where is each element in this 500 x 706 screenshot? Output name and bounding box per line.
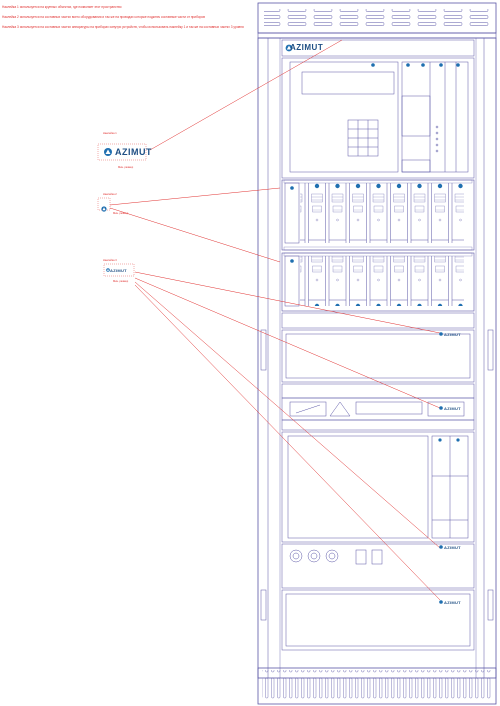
note-sticker-1: Наклейка 1 используется на крупных объек… bbox=[2, 5, 122, 9]
legend-1-top-label: Наклейка 1 bbox=[103, 132, 117, 135]
unit-control-indicators bbox=[371, 63, 460, 67]
panel-logo-icons bbox=[439, 332, 443, 604]
panel-logo-blank-text: AZIMUT bbox=[444, 332, 461, 337]
legend-marks bbox=[97, 143, 147, 277]
legend-3-logo-text: AZIMUT bbox=[110, 268, 127, 273]
legend-logo-icons bbox=[101, 148, 112, 272]
unit-channel-rack-1 bbox=[281, 179, 475, 251]
unit-blank-panel bbox=[281, 312, 475, 383]
unit-power-panel bbox=[281, 383, 475, 431]
panel-logo-power-text: AZIMUT bbox=[444, 406, 461, 411]
cabinet-top-cap bbox=[257, 2, 497, 39]
legend-3-bottom-label: Мин. размер bbox=[113, 280, 129, 283]
leader-lines bbox=[109, 39, 441, 601]
unit-connector-panel bbox=[281, 543, 475, 589]
note-sticker-2: Наклейка 2 используется на составных час… bbox=[2, 15, 205, 19]
unit-server bbox=[281, 431, 475, 543]
legend-3-top-label: Наклейка 3 bbox=[103, 259, 117, 262]
unit-server-indicators bbox=[438, 438, 460, 442]
legend-2-top-label: Наклейка 2 bbox=[103, 193, 117, 196]
unit-control bbox=[281, 57, 475, 179]
legend-1-logo-text: AZIMUT bbox=[115, 147, 152, 157]
top-logo-text: AZIMUT bbox=[290, 43, 324, 52]
panel-logo-connector-text: AZIMUT bbox=[444, 545, 461, 550]
unit-bottom-panel bbox=[281, 589, 475, 651]
note-sticker-3: Наклейка 3 используется на составных час… bbox=[2, 25, 244, 29]
top-logo bbox=[285, 44, 293, 52]
unit-channel-rack-2 bbox=[281, 252, 475, 312]
legend-1-bottom-label: Мин. размер bbox=[118, 166, 134, 169]
panel-logo-bottom-text: AZIMUT bbox=[444, 600, 461, 605]
cabinet-bottom-grille bbox=[257, 667, 497, 705]
legend-2-bottom-label: Мин. размер bbox=[113, 212, 129, 215]
cabinet-frame bbox=[257, 37, 497, 679]
